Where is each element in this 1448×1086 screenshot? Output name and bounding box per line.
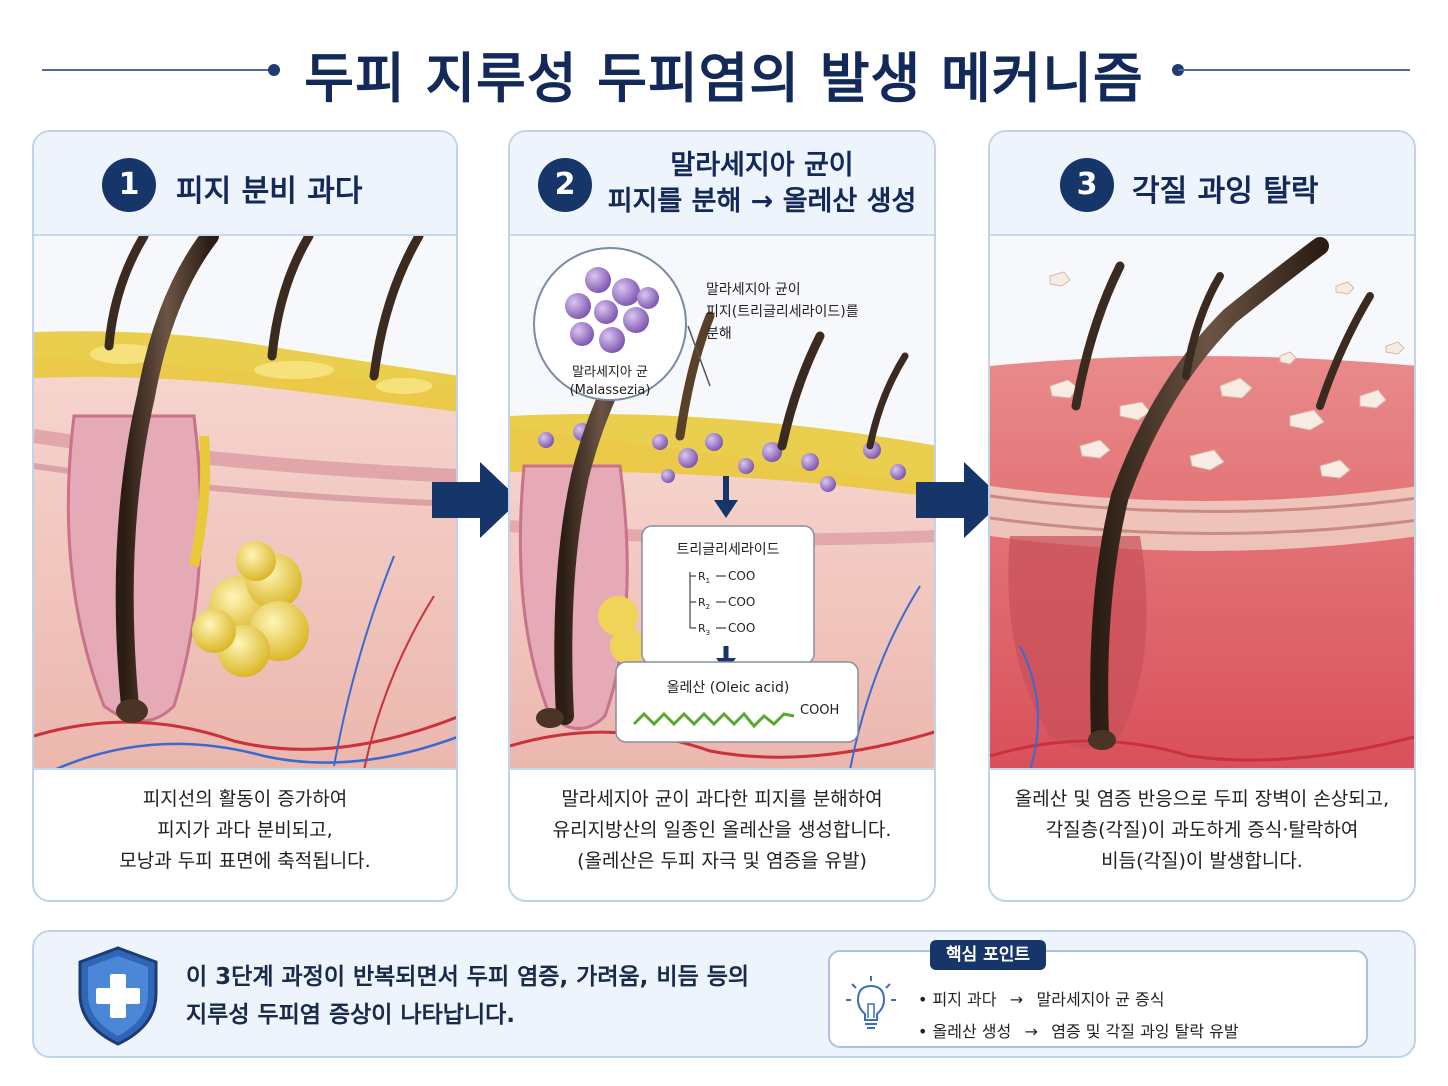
tg-r2: R2	[698, 596, 710, 611]
microbe-label-en: (Malassezia)	[570, 383, 651, 398]
step-3-header: 3 각질 과잉 탈락	[990, 132, 1414, 236]
step-1-header: 1 피지 분비 과다	[34, 132, 456, 236]
step-2-number: 2	[538, 158, 592, 212]
summary-box: 이 3단계 과정이 반복되면서 두피 염증, 가려움, 비듬 등의 지루성 두피…	[32, 930, 1416, 1058]
step-3-description: 올레산 및 염증 반응으로 두피 장벽이 손상되고, 각질층(각질)이 과도하게…	[990, 784, 1414, 877]
summary-line-1: 이 3단계 과정이 반복되면서 두피 염증, 가려움, 비듬 등의	[186, 964, 750, 990]
step-2-title-line-2: 피지를 분해 → 올레산 생성	[607, 186, 917, 217]
step-2-description: 말라세지아 균이 과다한 피지를 분해하여 유리지방산의 일종인 올레산을 생성…	[510, 784, 934, 877]
key-point-2-to: 염증 및 각질 과잉 탈락 유발	[1051, 1022, 1239, 1041]
step-1-number: 1	[102, 158, 156, 212]
step-1-desc-line-1: 피지선의 활동이 증가하여	[142, 788, 348, 810]
step-2-header: 2 말라세지아 균이 피지를 분해 → 올레산 생성	[510, 132, 934, 236]
step-3-desc-line-2: 각질층(각질)이 과도하게 증식·탈락하여	[1045, 819, 1359, 841]
callout-line-2: 피지(트리글리세라이드)를	[706, 304, 859, 320]
step-3-desc-line-1: 올레산 및 염증 반응으로 두피 장벽이 손상되고,	[1014, 788, 1390, 810]
tg-r1: R1	[698, 570, 710, 585]
malassezia-breakdown-illustration: 말라세지아 균 (Malassezia) 말라세지아 균이 피지(트리글리세라이…	[510, 236, 934, 768]
arrow-right-icon	[432, 462, 520, 538]
step-1-desc-line-2: 피지가 과다 분비되고,	[157, 819, 333, 841]
title-row: 두피 지루성 두피염의 발생 메커니즘	[0, 28, 1448, 112]
summary-text: 이 3단계 과정이 반복되면서 두피 염증, 가려움, 비듬 등의 지루성 두피…	[186, 958, 749, 1034]
key-points-box: 핵심 포인트 • 피지 과다→말라세지아 균 증식 • 올레산 생성→염증 및 …	[828, 940, 1368, 1048]
step-3-illustration	[990, 236, 1414, 770]
key-point-2-from: 올레산 생성	[932, 1022, 1012, 1041]
tg-coo-2: COO	[728, 595, 755, 609]
sebum-secretion-illustration	[34, 236, 456, 768]
step-3-panel: 3 각질 과잉 탈락	[988, 130, 1416, 902]
key-point-2: • 올레산 생성→염증 및 각질 과잉 탈락 유발	[918, 1022, 1239, 1041]
oleic-acid-box: 올레산 (Oleic acid) COOH	[615, 661, 859, 743]
malassezia-magnified: 말라세지아 균 (Malassezia)	[533, 247, 687, 401]
key-point-1-from: 피지 과다	[932, 990, 997, 1009]
step-2-title-line-1: 말라세지아 균이	[670, 150, 854, 181]
triglyceride-box: 트리글리세라이드 R1 R2 R3 COO COO COO	[641, 525, 815, 665]
step-2-title: 말라세지아 균이 피지를 분해 → 올레산 생성	[602, 148, 922, 220]
scaling-illustration	[990, 236, 1414, 768]
step-3-number: 3	[1060, 158, 1114, 212]
step-2-illustration: 말라세지아 균 (Malassezia) 말라세지아 균이 피지(트리글리세라이…	[510, 236, 934, 770]
microbe-label-ko: 말라세지아 균	[572, 365, 648, 380]
key-point-1: • 피지 과다→말라세지아 균 증식	[918, 990, 1165, 1009]
title-divider-right	[1178, 69, 1410, 71]
oleic-cooh: COOH	[800, 703, 839, 718]
shield-plus-icon	[78, 946, 158, 1046]
title-divider-left	[42, 69, 274, 71]
triglyceride-label: 트리글리세라이드	[676, 542, 779, 558]
step-3-title: 각질 과잉 탈락	[1132, 174, 1319, 209]
sebaceous-gland	[189, 435, 309, 677]
page-title: 두피 지루성 두피염의 발생 메커니즘	[304, 47, 1144, 110]
title-dot-left	[268, 64, 280, 76]
key-points-tag: 핵심 포인트	[930, 940, 1046, 970]
key-point-1-arrow: →	[1009, 990, 1024, 1009]
tg-r3: R3	[698, 622, 710, 637]
step-1-title: 피지 분비 과다	[176, 174, 363, 209]
callout-line-1: 말라세지아 균이	[706, 282, 801, 298]
tg-coo-3: COO	[728, 621, 755, 635]
step-2-panel: 2 말라세지아 균이 피지를 분해 → 올레산 생성	[508, 130, 936, 902]
step-1-desc-line-3: 모낭과 두피 표면에 축적됩니다.	[119, 850, 371, 872]
key-point-1-to: 말라세지아 균 증식	[1036, 990, 1165, 1009]
step-2-desc-line-2: 유리지방산의 일종인 올레산을 생성합니다.	[552, 819, 892, 841]
dandruff-flakes	[1049, 271, 1405, 479]
lightbulb-icon	[846, 976, 896, 1029]
callout-line-3: 분해	[706, 326, 732, 342]
step-1-illustration	[34, 236, 456, 770]
arrow-right-icon	[916, 462, 1004, 538]
summary-line-2: 지루성 두피염 증상이 나타납니다.	[186, 1002, 515, 1028]
step-1-description: 피지선의 활동이 증가하여 피지가 과다 분비되고, 모낭과 두피 표면에 축적…	[34, 784, 456, 877]
key-point-2-arrow: →	[1024, 1022, 1038, 1041]
step-1-panel: 1 피지 분비 과다	[32, 130, 458, 902]
tg-coo-1: COO	[728, 569, 755, 583]
step-2-desc-line-1: 말라세지아 균이 과다한 피지를 분해하여	[561, 788, 883, 810]
step-3-desc-line-3: 비듬(각질)이 발생합니다.	[1101, 850, 1303, 872]
oleic-acid-label: 올레산 (Oleic acid)	[667, 680, 790, 696]
step-2-desc-line-3: (올레산은 두피 자극 및 염증을 유발)	[577, 850, 867, 872]
